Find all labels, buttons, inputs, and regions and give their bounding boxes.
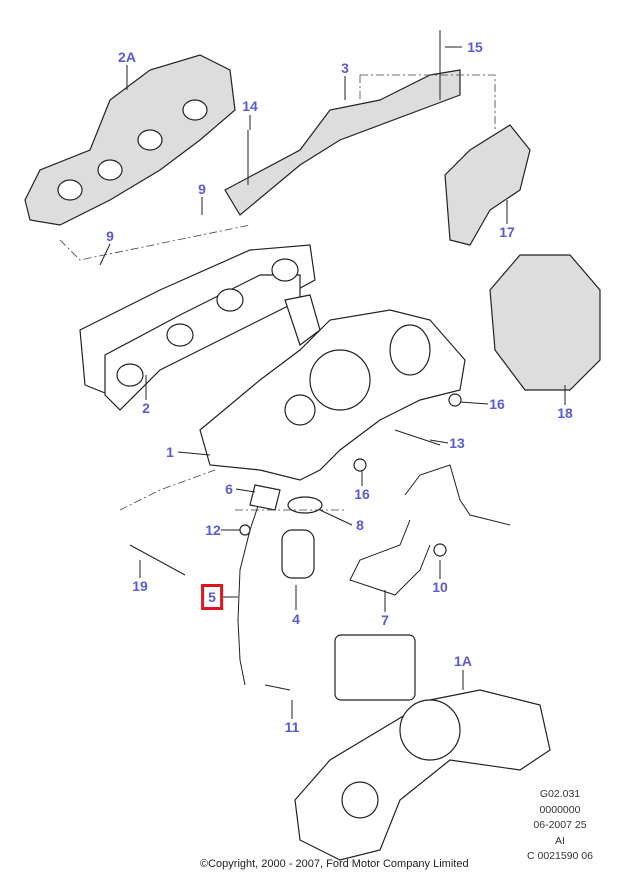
turbo-heat-shield — [489, 254, 601, 391]
callout-2[interactable]: 2 — [142, 400, 150, 416]
callout-16[interactable]: 16 — [354, 486, 370, 502]
callout-7[interactable]: 7 — [381, 612, 389, 628]
callout-19[interactable]: 19 — [132, 578, 148, 594]
callout-15[interactable]: 15 — [467, 39, 483, 55]
ref-line-2: 0000000 — [539, 803, 581, 816]
ref-line-3: 06-2007 25 — [533, 819, 587, 831]
callout-1[interactable]: 1 — [166, 444, 174, 460]
manifold-heat-shield — [24, 54, 236, 226]
hose-clamp — [287, 496, 323, 514]
callout-13[interactable]: 13 — [449, 435, 465, 451]
heat-shield-bracket — [444, 124, 531, 246]
oil-return-pipe — [237, 499, 261, 686]
callout-16[interactable]: 16 — [489, 396, 505, 412]
callout-12[interactable]: 12 — [205, 522, 221, 538]
ref-line-4: AI — [555, 834, 565, 847]
callout-14[interactable]: 14 — [242, 98, 258, 114]
oil-feed-pipe — [349, 464, 511, 596]
callout-3[interactable]: 3 — [341, 60, 349, 76]
callout-17[interactable]: 17 — [499, 224, 515, 240]
callout-5-selected[interactable]: 5 — [201, 584, 223, 610]
drawing-reference: G02.031 0000000 06-2007 25 AI C 0021590 … — [520, 787, 600, 865]
callout-1A[interactable]: 1A — [454, 653, 472, 669]
callout-8[interactable]: 8 — [356, 517, 364, 533]
callout-2A[interactable]: 2A — [118, 49, 136, 65]
callout-9[interactable]: 9 — [106, 228, 114, 244]
callout-18[interactable]: 18 — [557, 405, 573, 421]
callout-6[interactable]: 6 — [225, 481, 233, 497]
callout-9[interactable]: 9 — [198, 181, 206, 197]
copyright: ©Copyright, 2000 - 2007, Ford Motor Comp… — [200, 858, 469, 870]
callout-11[interactable]: 11 — [284, 719, 300, 735]
callout-10[interactable]: 10 — [432, 579, 448, 595]
turbo-bracket — [224, 69, 461, 216]
hose — [281, 529, 315, 579]
stud — [129, 544, 186, 576]
callout-4[interactable]: 4 — [292, 611, 300, 627]
ref-line-5: C 0021590 06 — [527, 850, 593, 862]
ref-line-1: G02.031 — [539, 788, 581, 800]
